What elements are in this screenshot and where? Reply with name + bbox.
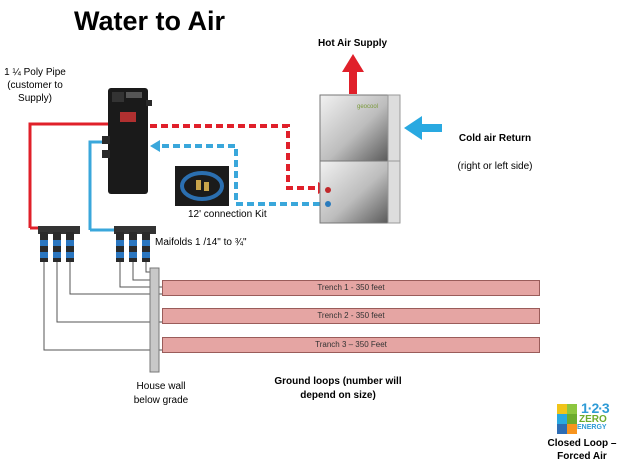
heat-pump-unit — [102, 88, 152, 194]
logo-square-yellow — [557, 404, 567, 414]
logo-square-darkgreen — [567, 414, 577, 424]
trench-2: Trench 2 - 350 feet — [162, 308, 540, 324]
logo-square-orange — [567, 424, 577, 434]
connection-kit-image — [175, 166, 229, 206]
manifold-right — [114, 226, 156, 262]
furnace-unit — [319, 94, 401, 224]
logo-square-green — [567, 404, 577, 414]
cold-air-arrow — [404, 116, 442, 140]
cold-air-return-title: Cold air Return — [458, 133, 532, 144]
logo-energy: ENERGY — [577, 424, 607, 431]
trench-3: Tranch 3 – 350 Feet — [162, 337, 540, 353]
dashed-cold-line — [160, 144, 320, 206]
cold-air-return-note: (right or left side) — [457, 161, 533, 172]
logo-zero: ZERO — [579, 414, 607, 425]
house-wall-label: House wall below grade — [133, 381, 189, 406]
page-title: Water to Air — [74, 6, 226, 36]
hot-air-supply-label: Hot Air Supply — [318, 38, 388, 49]
furnace-brand-label: geocool — [357, 104, 379, 110]
cold-air-return-label: Cold air Return (right or left side) — [440, 118, 550, 174]
trench-1: Trench 1 - 350 feet — [162, 280, 540, 296]
manifold-left — [38, 226, 80, 262]
dashed-hot-line — [150, 124, 318, 190]
logo-square-blue — [557, 414, 567, 424]
connection-kit-label: 12' connection Kit — [188, 209, 267, 220]
manifolds-label: Maifolds 1 /14" to ¾" — [155, 237, 247, 248]
house-wall — [149, 267, 160, 373]
red-supply-pipe — [28, 122, 108, 228]
logo-numbers: 1·2·3 — [581, 400, 610, 416]
ground-loop-pipes — [43, 262, 162, 351]
zero-energy-logo: 1·2·3 ZERO ENERGY — [557, 400, 627, 434]
closed-loop-label: Closed Loop – Forced Air — [547, 438, 617, 462]
ground-loops-label: Ground loops (number will depend on size… — [274, 376, 402, 401]
hot-air-arrow — [342, 54, 364, 94]
poly-pipe-label: 1 ¼ Poly Pipe (customer to Supply) — [4, 67, 66, 104]
logo-square-navy — [557, 424, 567, 434]
